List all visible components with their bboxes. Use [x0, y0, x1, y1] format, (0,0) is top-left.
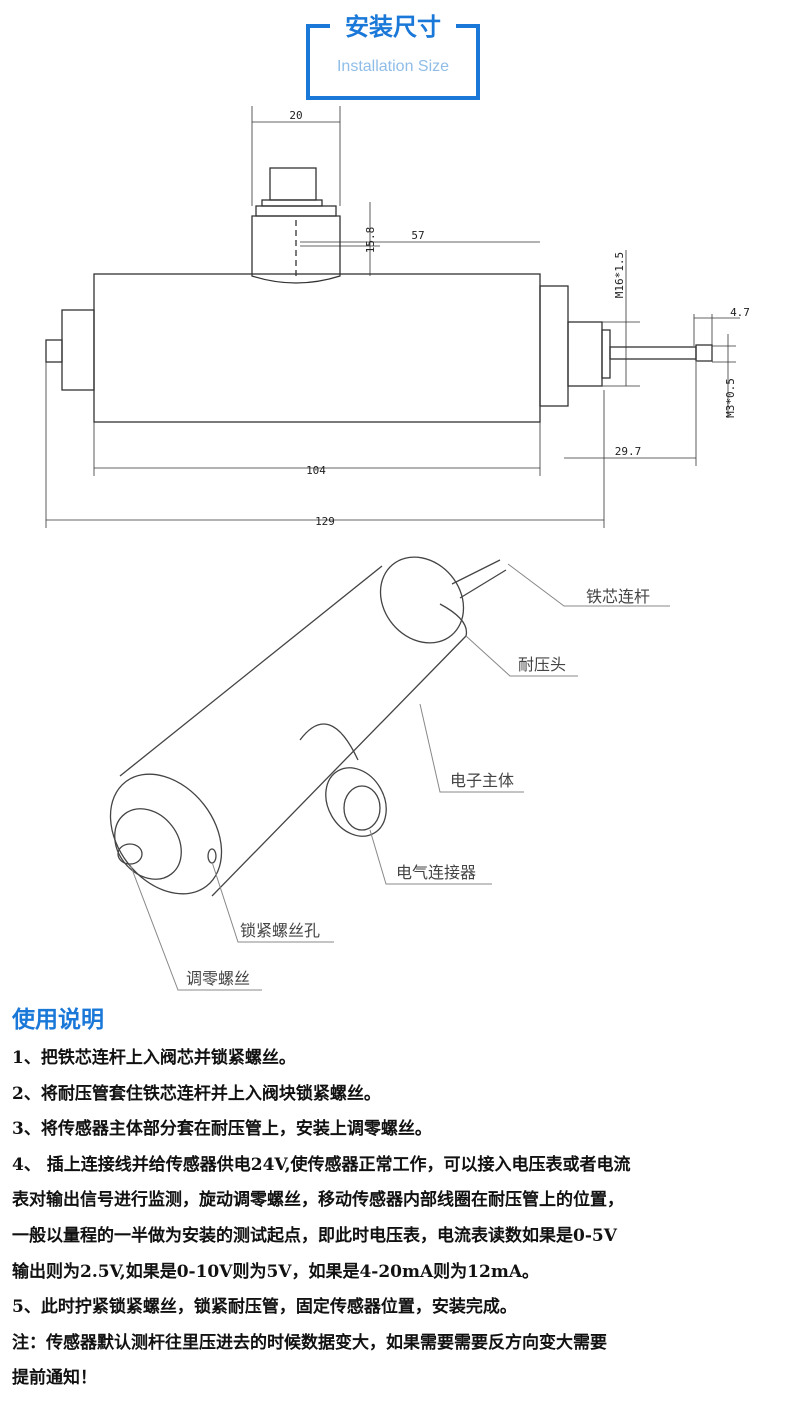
body-top-edge	[119, 565, 383, 777]
dim-4-7: 4.7	[730, 306, 750, 319]
dim-129: 129	[315, 515, 335, 528]
header-frame-corner-left	[306, 24, 330, 28]
lock-screw-hole	[207, 848, 217, 864]
core-rod-tip	[695, 344, 713, 362]
left-end-cap	[61, 309, 95, 391]
header-subtitle: Installation Size	[336, 58, 450, 75]
instruction-line: 5、此时拧紧锁紧螺丝，锁紧耐压管，固定传感器位置，安装完成。	[12, 1297, 517, 1318]
zero-screw-head	[45, 339, 63, 363]
instruction-line: 1、把铁芯连杆上入阀芯并锁紧螺丝。	[12, 1048, 296, 1068]
dim-20: 20	[289, 109, 302, 122]
instruction-note: 注：传感器默认测杆往里压进去的时候数据变大，如果需要需要反方向变大需要	[12, 1332, 607, 1353]
installation-dimension-drawing: 20 15.8 57 M16*1.5 4.7 M3*0.5 104 29.7 1…	[45, 106, 750, 528]
connector-pins	[343, 785, 381, 831]
main-body-outline	[93, 273, 541, 423]
body-near-end	[109, 773, 223, 895]
leader-main-body	[419, 703, 524, 793]
instruction-note: 提前通知！	[12, 1368, 97, 1389]
label-main-body: 电子主体	[450, 771, 514, 790]
sensor-part-diagram: 铁芯连杆 耐压头 电子主体 电气连接器 锁紧螺丝孔 调零螺丝	[109, 556, 670, 991]
label-lock-hole: 锁紧螺丝孔	[240, 921, 320, 940]
body-bottom-edge	[211, 635, 467, 897]
section-header: 安装尺寸 Installation Size	[306, 14, 486, 100]
leader-connector	[369, 829, 492, 885]
usage-instructions: 使用说明 1、把铁芯连杆上入阀芯并锁紧螺丝。 2、将耐压管套住铁芯连杆并上入阀块…	[12, 1000, 782, 1397]
leader-core-rod	[507, 563, 670, 607]
connector-face	[325, 767, 387, 837]
label-connector: 电气连接器	[396, 863, 476, 882]
header-title: 安装尺寸	[345, 13, 441, 41]
label-pressure-head: 耐压头	[518, 655, 566, 674]
instruction-line: 输出则为2.5V,如果是0-10V则为5V，如果是4-20mA则为12mA。	[12, 1261, 540, 1282]
pressure-head-nut	[567, 321, 603, 387]
header-frame-corner-right	[456, 24, 480, 28]
pressure-head	[439, 603, 468, 637]
label-core-rod: 铁芯连杆	[586, 587, 650, 606]
dim-15-8: 15.8	[364, 227, 377, 254]
connector-nut	[255, 205, 337, 217]
dim-29-7: 29.7	[615, 445, 642, 458]
instructions-title: 使用说明	[12, 1007, 104, 1033]
pressure-head-thread	[601, 329, 611, 379]
right-end-flange	[539, 285, 569, 407]
core-rod-line-a	[451, 559, 501, 585]
core-rod-line-b	[459, 569, 507, 599]
leader-lock-hole	[211, 861, 334, 943]
connector-boss-top	[299, 723, 359, 761]
connector-ring	[261, 199, 323, 207]
core-rod	[609, 346, 697, 360]
dim-57: 57	[411, 229, 424, 242]
instruction-line: 3、将传感器主体部分套在耐压管上，安装上调零螺丝。	[12, 1119, 432, 1140]
leader-pressure-head	[465, 635, 578, 677]
dim-m16: M16*1.5	[613, 252, 626, 298]
instruction-line: 4、 插上连接线并给传感器供电24V,使传感器正常工作，可以接入电压表或者电流	[12, 1154, 631, 1175]
leader-zero-screw	[129, 863, 262, 991]
connector-boss	[251, 215, 341, 284]
instruction-line: 一般以量程的一半做为安装的测试起点，即此时电压表，电流表读数如果是0-5V	[12, 1225, 617, 1246]
dim-m3: M3*0.5	[724, 378, 737, 418]
body-far-end	[379, 556, 465, 644]
header-frame	[306, 24, 480, 100]
instruction-line: 2、将耐压管套住铁芯连杆并上入阀块锁紧螺丝。	[12, 1083, 381, 1104]
connector-cap	[269, 167, 317, 201]
zero-screw-housing	[114, 808, 182, 880]
instruction-line: 表对输出信号进行监测，旋动调零螺丝，移动传感器内部线圈在耐压管上的位置，	[12, 1190, 624, 1211]
dim-104: 104	[306, 464, 326, 477]
label-zero-screw: 调零螺丝	[186, 969, 250, 988]
